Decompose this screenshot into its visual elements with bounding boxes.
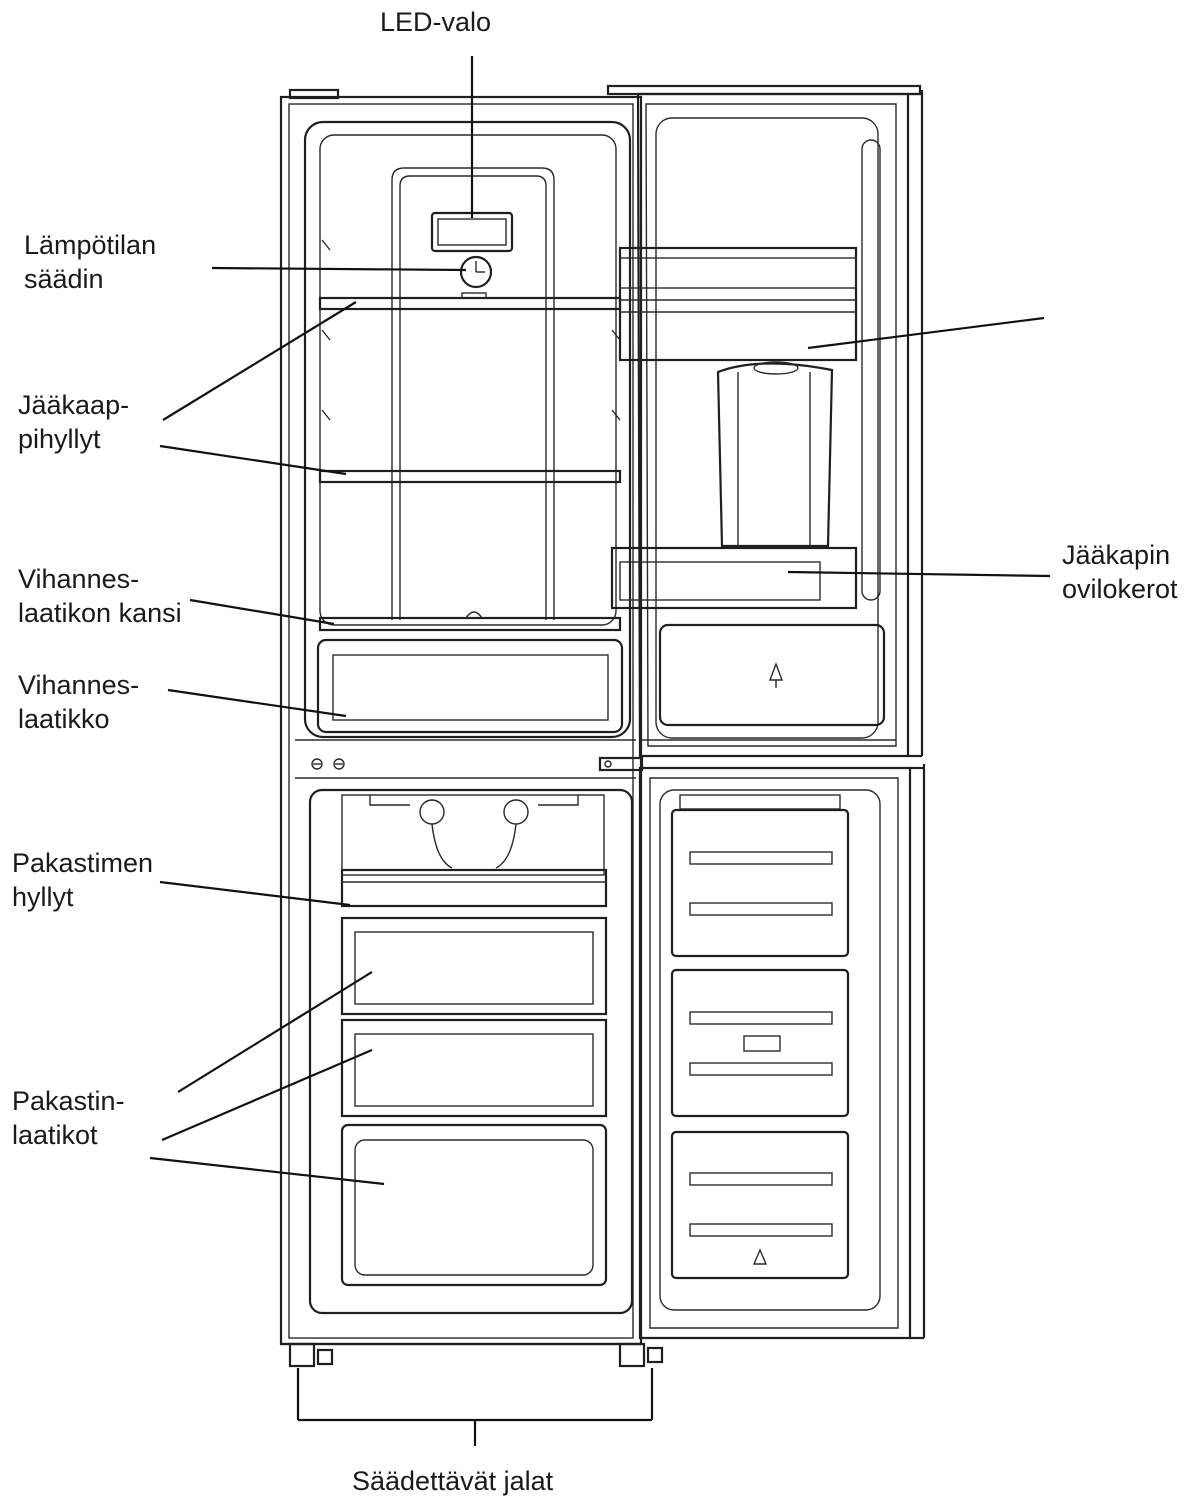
thermostat-knob (461, 257, 491, 298)
label-freezer-shelves-line-2: hyllyt (12, 880, 153, 914)
adjustable-feet (290, 1344, 662, 1446)
crisper-cover (320, 612, 620, 630)
label-freezer-shelves: Pakastimen hyllyt (12, 846, 153, 914)
label-fridge-shelves: Jääkaap- pihyllyt (18, 388, 129, 456)
label-door-shelves-line-2: ovilokerot (1062, 572, 1178, 606)
label-crisper-drawer-line-2: laatikko (18, 702, 139, 736)
label-freezer-drawers: Pakastin- laatikot (12, 1084, 125, 1152)
label-door-shelves-line-1: Jääkapin (1062, 538, 1178, 572)
label-adjustable-feet: Säädettävät jalat (352, 1464, 553, 1498)
label-temperature-control-line-2: säädin (24, 262, 156, 296)
label-fridge-shelves-line-1: Jääkaap- (18, 388, 129, 422)
label-crisper-drawer: Vihannes- laatikko (18, 668, 139, 736)
water-tank (718, 362, 832, 546)
fridge-compartment (305, 122, 630, 737)
freezer-door-panel-2 (672, 970, 848, 1116)
label-door-shelves: Jääkapin ovilokerot (1062, 538, 1178, 606)
fridge-shelves (320, 298, 620, 482)
label-freezer-drawers-line-2: laatikot (12, 1118, 125, 1152)
label-crisper-cover-line-1: Vihannes- (18, 562, 182, 596)
led-light-housing (432, 213, 512, 251)
label-crisper-cover: Vihannes- laatikon kansi (18, 562, 182, 630)
label-temperature-control: Lämpötilan säädin (24, 228, 156, 296)
door-balcony-lower (612, 548, 856, 608)
freezer-drawer-2 (342, 1020, 606, 1116)
label-led-light: LED-valo (380, 5, 491, 39)
freezer-drawer-1 (342, 918, 606, 1014)
freezer-drawer-3 (342, 1125, 606, 1285)
label-freezer-shelves-line-1: Pakastimen (12, 846, 153, 880)
freezer-door-panel-1 (672, 810, 848, 956)
cabinet-body (281, 90, 641, 1344)
freezer-door (600, 758, 924, 1338)
label-crisper-cover-line-2: laatikon kansi (18, 596, 182, 630)
crisper-drawer (318, 640, 622, 732)
label-freezer-drawers-line-1: Pakastin- (12, 1084, 125, 1118)
label-fridge-shelves-line-2: pihyllyt (18, 422, 129, 456)
door-bin (660, 625, 884, 725)
freezer-door-panel-3 (672, 1132, 848, 1278)
label-crisper-drawer-line-1: Vihannes- (18, 668, 139, 702)
label-temperature-control-line-1: Lämpötilan (24, 228, 156, 262)
freezer-compartment (310, 790, 632, 1313)
fridge-door (608, 86, 922, 756)
